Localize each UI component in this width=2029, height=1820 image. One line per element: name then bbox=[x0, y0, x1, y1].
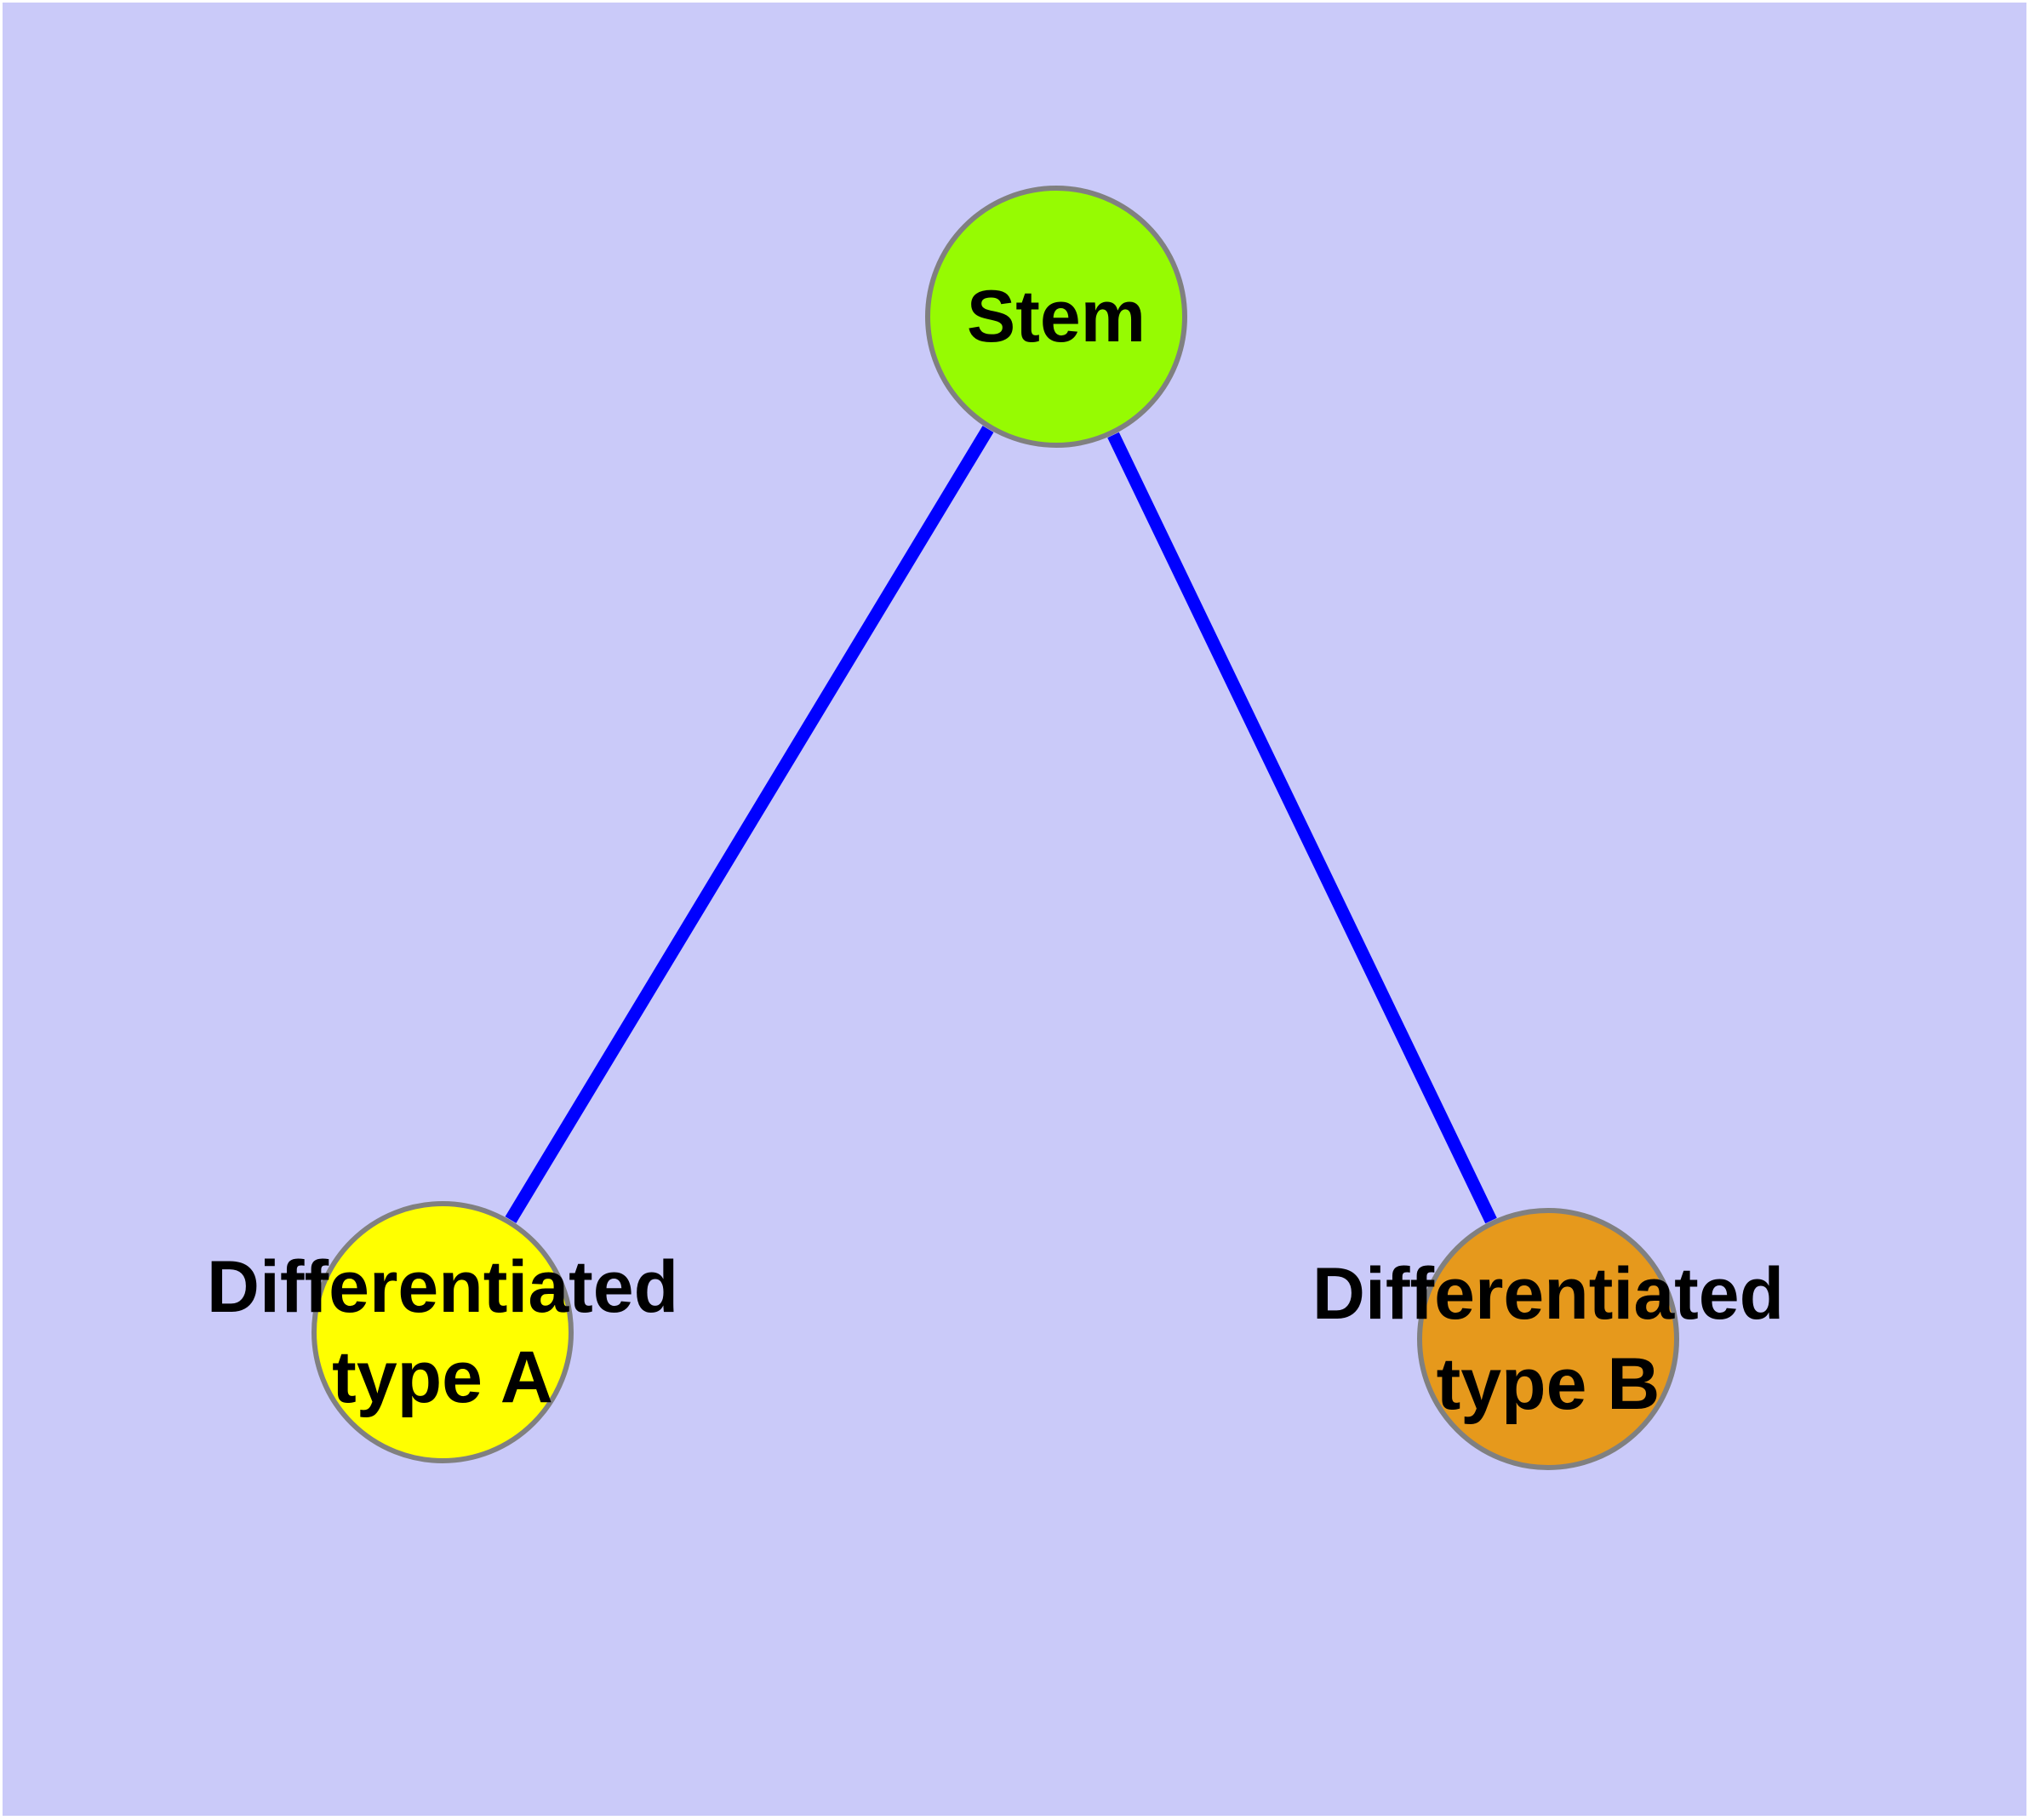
edge-stem-to-type-b[interactable] bbox=[1107, 432, 1497, 1224]
type-a-node-circle[interactable] bbox=[311, 1201, 574, 1463]
type-b-node-circle[interactable] bbox=[1417, 1208, 1679, 1470]
edge-stem-to-type-a[interactable] bbox=[505, 426, 994, 1223]
stem-node-circle[interactable] bbox=[925, 186, 1187, 448]
